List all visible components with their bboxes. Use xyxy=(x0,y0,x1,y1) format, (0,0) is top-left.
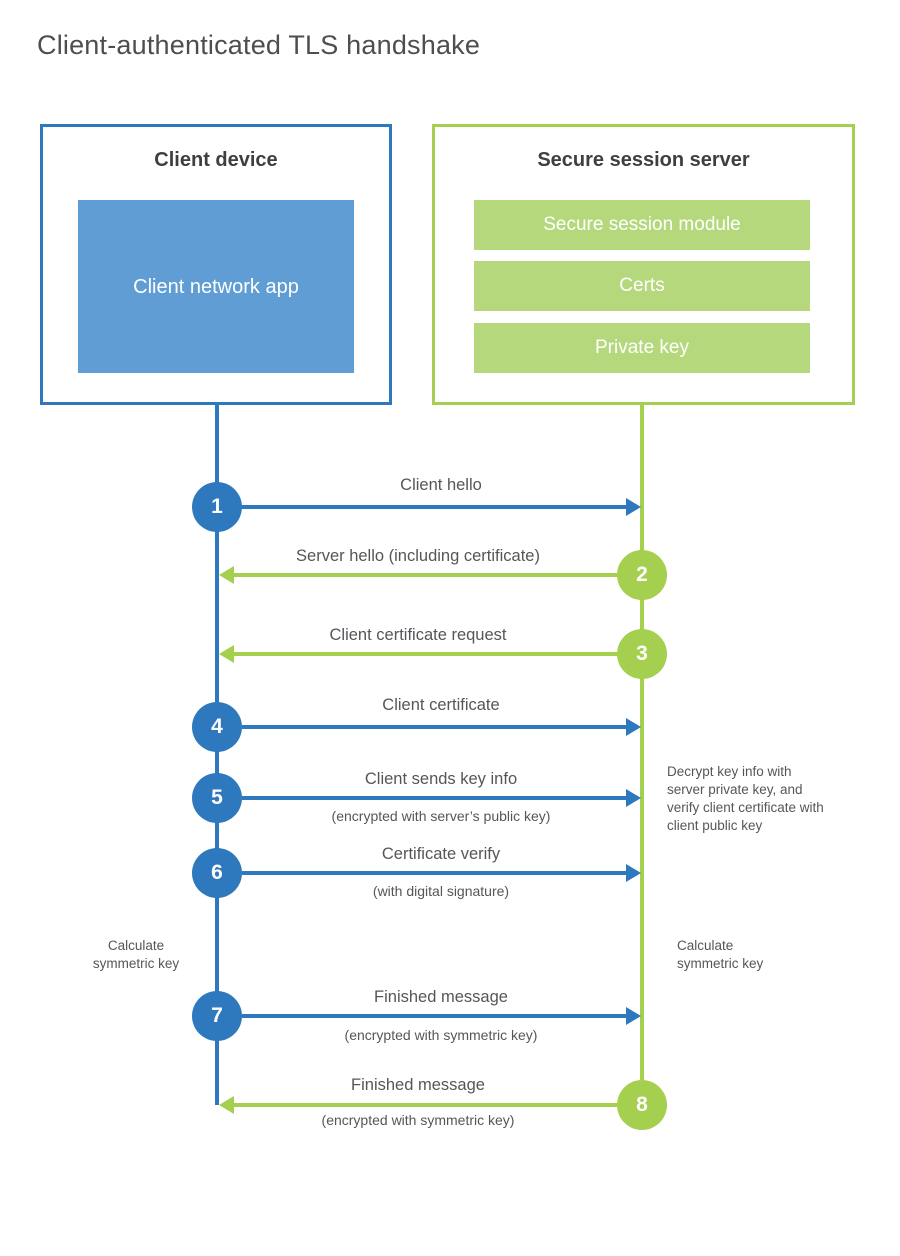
arrowhead-left-icon xyxy=(219,1096,234,1114)
step-1-badge: 1 xyxy=(192,482,242,532)
arrowhead-right-icon xyxy=(626,718,641,736)
step-4-badge: 4 xyxy=(192,702,242,752)
arrowhead-right-icon xyxy=(626,789,641,807)
secure-session-server-box: Secure session server Secure session mod… xyxy=(432,124,855,405)
step-4-label: Client certificate xyxy=(382,696,500,714)
arrow-step-8 xyxy=(234,1103,617,1107)
decrypt-key-note: Decrypt key info with server private key… xyxy=(667,764,824,833)
server-module-private-key: Private key xyxy=(474,323,810,373)
step-8-label: Finished message xyxy=(351,1076,485,1094)
arrowhead-right-icon xyxy=(626,1007,641,1025)
arrowhead-left-icon xyxy=(219,645,234,663)
arrowhead-left-icon xyxy=(219,566,234,584)
server-lifeline xyxy=(640,405,644,1080)
arrow-step-3 xyxy=(234,652,617,656)
secure-session-server-title: Secure session server xyxy=(537,149,750,171)
arrow-step-4 xyxy=(242,725,626,729)
client-lifeline xyxy=(215,405,219,1105)
client-device-box: Client device Client network app xyxy=(40,124,392,405)
step-5-label: Client sends key info xyxy=(364,770,518,788)
arrow-step-2 xyxy=(234,573,617,577)
client-network-app-label: Client network app xyxy=(133,275,299,298)
arrow-step-6 xyxy=(242,871,626,875)
arrow-step-7 xyxy=(242,1014,626,1018)
step-7-sublabel: (encrypted with symmetric key) xyxy=(344,1027,538,1043)
step-7-label: Finished message xyxy=(374,988,508,1006)
server-module-certs: Certs xyxy=(474,261,810,311)
step-6-sublabel: (with digital signature) xyxy=(372,883,510,899)
step-6-badge: 6 xyxy=(192,848,242,898)
calculate-symmetric-key-note-client: Calculate symmetric key xyxy=(92,938,180,971)
step-5-badge: 5 xyxy=(192,773,242,823)
step-2-badge: 2 xyxy=(617,550,667,600)
arrow-step-1 xyxy=(242,505,626,509)
server-module-secure-session: Secure session module xyxy=(474,200,810,250)
page-title: Client-authenticated TLS handshake xyxy=(37,30,481,60)
calculate-symmetric-key-note-server: Calculate symmetric key xyxy=(677,938,764,971)
step-1-label: Client hello xyxy=(400,476,482,494)
arrowhead-right-icon xyxy=(626,498,641,516)
step-6-label: Certificate verify xyxy=(381,845,501,863)
arrowhead-right-icon xyxy=(626,864,641,882)
step-5-sublabel: (encrypted with server’s public key) xyxy=(331,808,551,824)
arrow-step-5 xyxy=(242,796,626,800)
client-network-app-box: Client network app xyxy=(78,200,354,373)
step-7-badge: 7 xyxy=(192,991,242,1041)
step-8-badge: 8 xyxy=(617,1080,667,1130)
step-8-sublabel: (encrypted with symmetric key) xyxy=(321,1112,515,1128)
client-device-title: Client device xyxy=(154,149,278,171)
step-2-label: Server hello (including certificate) xyxy=(296,547,540,565)
step-3-badge: 3 xyxy=(617,629,667,679)
step-3-label: Client certificate request xyxy=(329,626,507,644)
